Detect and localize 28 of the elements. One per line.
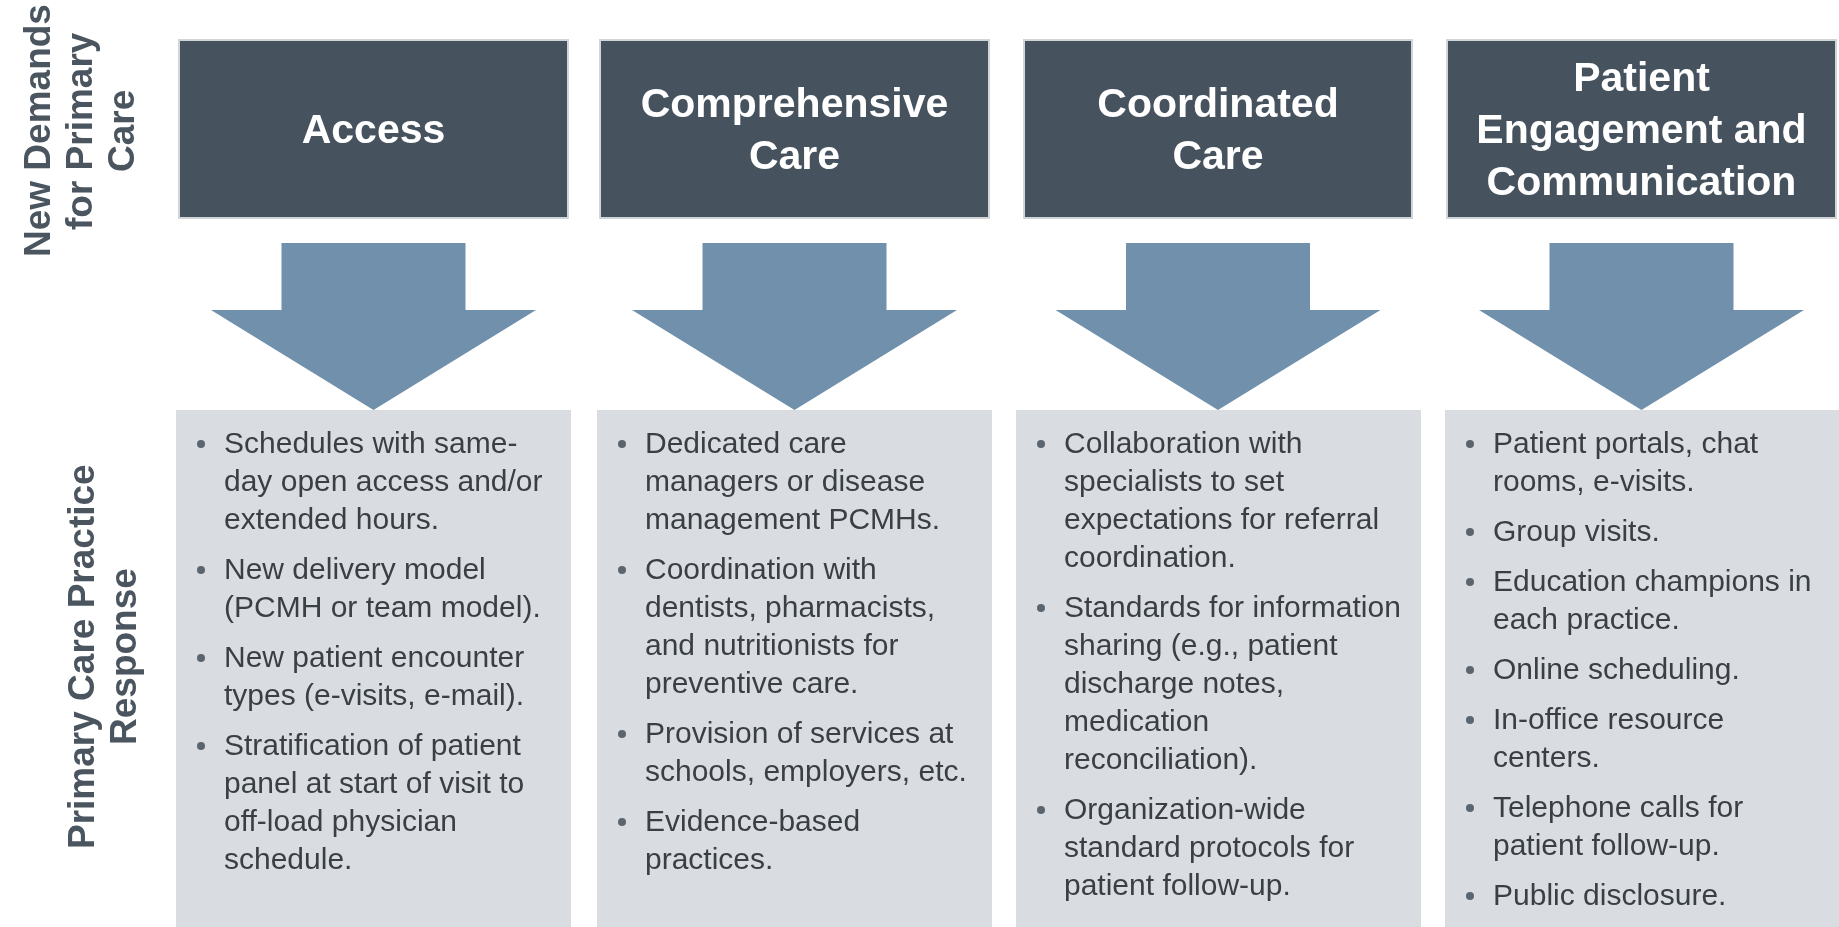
response-panel xyxy=(1016,410,1421,927)
bullet-point: In-office resource centers. xyxy=(1451,700,1827,776)
bullet-point: New patient encounter types (e-visits, e-mail). xyxy=(182,638,559,714)
bullet-point: Telephone calls for patient follow-up. xyxy=(1451,788,1827,864)
bullet-point: Stratification of patient panel at start of visit to off-load physician schedule. xyxy=(182,726,559,878)
bullet-point: New delivery model (PCMH or team model). xyxy=(182,550,559,626)
bullet-point: Collaboration with specialists to set expectations for referral coordination. xyxy=(1022,424,1409,576)
side-label: New Demands for Primary Care xyxy=(17,3,143,260)
bullet-point: Schedules with same-day open access and/or extended hours. xyxy=(182,424,559,538)
category-header: Coordinated Care xyxy=(1023,39,1413,219)
bullet-point: Evidence-based practices. xyxy=(603,802,980,878)
bullet-point: Provision of services at schools, employers, etc. xyxy=(603,714,980,790)
bullet-point: Patient portals, chat rooms, e-visits. xyxy=(1451,424,1827,500)
bullet-point: Education champions in each practice. xyxy=(1451,562,1827,638)
bullet-point: Organization-wide standard protocols for patient follow-up. xyxy=(1022,790,1409,904)
bullet-point: Coordination with dentists, pharmacists, and nutritionists for preventive care. xyxy=(603,550,980,702)
category-header: Comprehensive Care xyxy=(599,39,990,219)
bullet-point: Standards for information sharing (e.g., patient discharge notes, medication reconciliation). xyxy=(1022,588,1409,778)
bullet-point: Public disclosure. xyxy=(1451,876,1827,914)
category-header: Access xyxy=(178,39,569,219)
bullet-point: Online scheduling. xyxy=(1451,650,1827,688)
response-panel xyxy=(176,410,571,927)
side-label: Primary Care Practice Response xyxy=(61,463,145,852)
bullet-point: Group visits. xyxy=(1451,512,1827,550)
category-header: Patient Engagement and Communication xyxy=(1446,39,1837,219)
bullet-point: Dedicated care managers or disease management PCMHs. xyxy=(603,424,980,538)
response-panel xyxy=(1445,410,1839,927)
response-panel xyxy=(597,410,992,927)
